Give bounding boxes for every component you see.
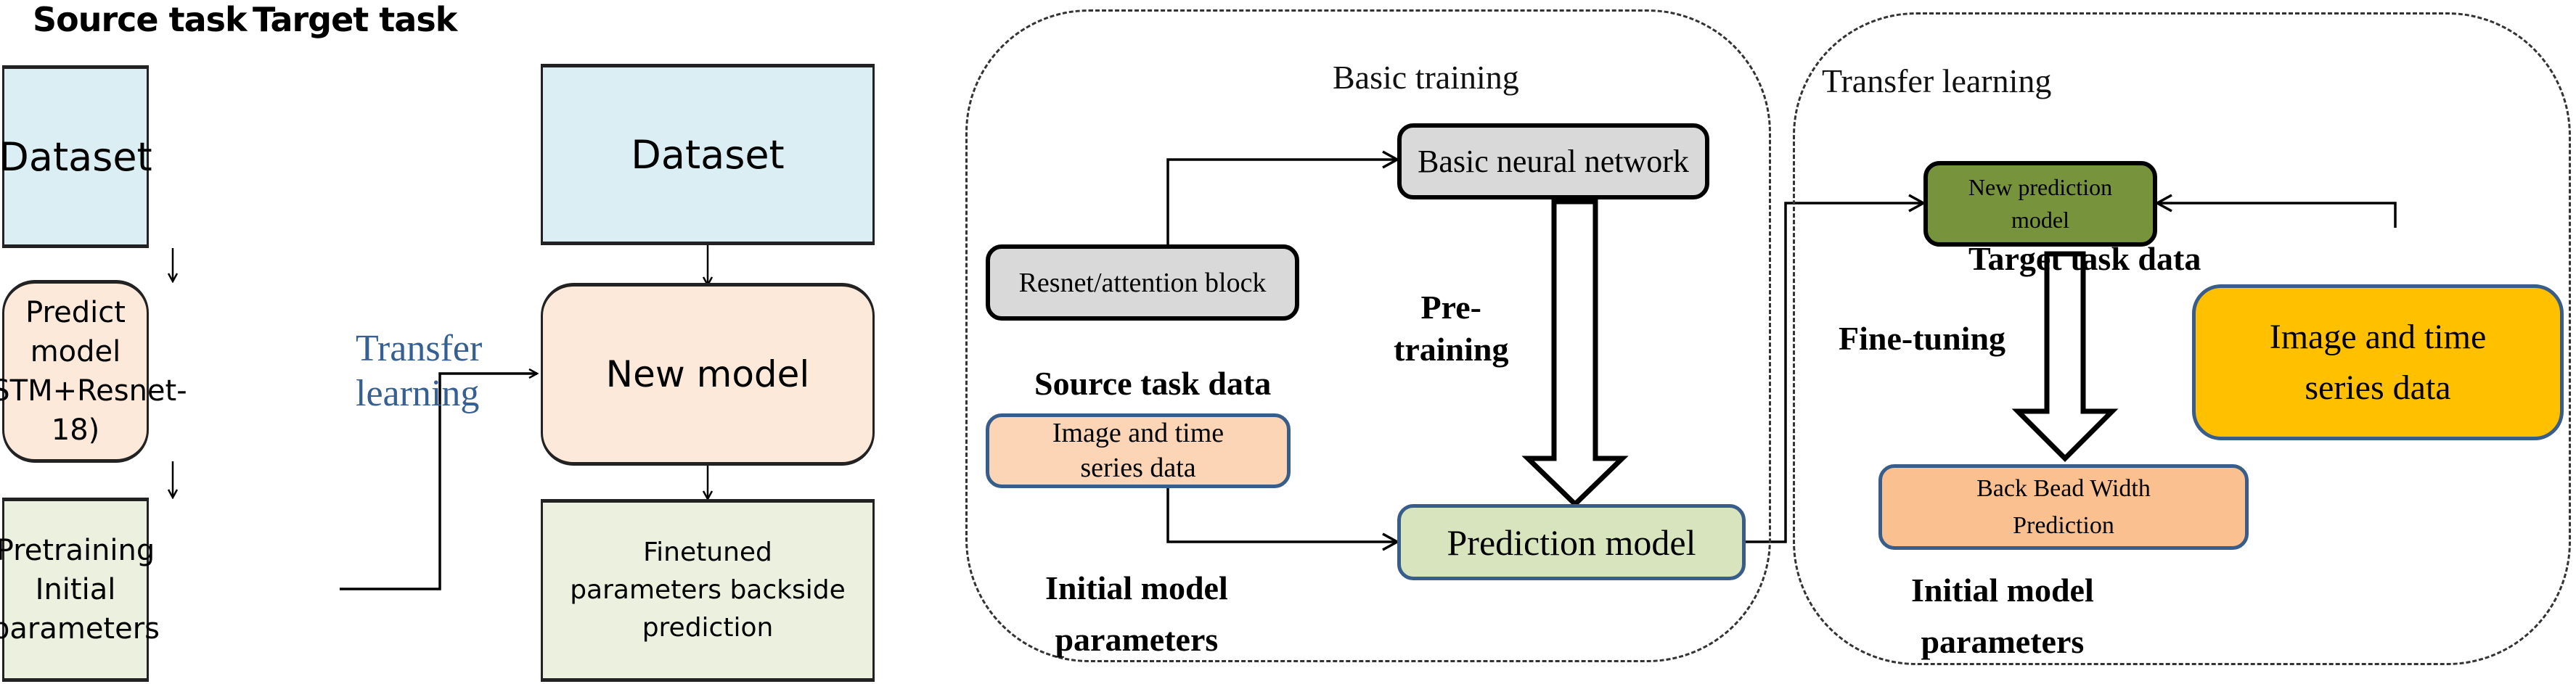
initial-model-params-label: Initial model parameters xyxy=(1045,562,1228,666)
pretraining-label-2: training xyxy=(1394,330,1509,368)
source-dataset-label: Dataset xyxy=(0,133,152,180)
finetuned-label-3: prediction xyxy=(642,613,774,643)
source-data-label-2: series data xyxy=(1080,452,1196,483)
fine-tuning-label: Fine-tuning xyxy=(1839,320,2006,357)
transfer-learning-panel xyxy=(1793,12,2571,665)
prediction-model-label: Prediction model xyxy=(1447,522,1696,563)
source-task-header: Source task xyxy=(33,0,248,39)
pretraining-block-arrow xyxy=(1521,199,1629,508)
transfer-label-1: Transfer xyxy=(356,328,483,369)
back-bead-label-1: Back Bead Width xyxy=(1976,475,2151,502)
transfer-initial-params-label-2: parameters xyxy=(1921,623,2085,661)
predict-model-box[interactable]: Predict model (LSTM+Resnet-18) xyxy=(0,280,187,463)
initial-parameters-label: Initial parameters xyxy=(0,573,160,646)
target-data-label-1: Image and time xyxy=(2269,317,2487,356)
new-prediction-label-2: model xyxy=(2011,207,2069,233)
finetuned-label-2: parameters backside xyxy=(570,574,846,605)
transfer-initial-params-label-1: Initial model xyxy=(1911,572,2094,609)
target-task-header: Target task xyxy=(253,0,457,39)
finetuned-label-1: Finetuned xyxy=(643,537,772,567)
basic-training-panel xyxy=(965,9,1771,662)
target-dataset-box[interactable]: Dataset xyxy=(541,64,875,245)
back-bead-label-2: Prediction xyxy=(2013,512,2114,539)
arrow-source-data-to-prediction xyxy=(1166,488,1400,551)
basic-training-title: Basic training xyxy=(1333,59,1519,96)
source-dataset-box[interactable]: Dataset xyxy=(0,65,152,248)
initial-params-label-2: parameters xyxy=(1055,621,1219,659)
prediction-model-box[interactable]: Prediction model xyxy=(1397,504,1746,580)
source-data-box[interactable]: Image and time series data xyxy=(986,413,1291,488)
arrow-resnet-to-basic-nn xyxy=(1166,150,1400,247)
basic-nn-label: Basic neural network xyxy=(1418,144,1689,179)
target-task-data-label: Target task data xyxy=(1968,240,2201,277)
arrow-target-data-to-new-model xyxy=(2154,194,2397,228)
new-model-label: New model xyxy=(605,353,810,395)
target-dataset-label: Dataset xyxy=(631,131,785,178)
predict-model-arch: (LSTM+Resnet-18) xyxy=(0,374,187,447)
target-data-box[interactable]: Image and time series data xyxy=(2192,284,2564,440)
source-data-label-1: Image and time xyxy=(1052,418,1224,448)
pretraining-label-1: Pre- xyxy=(1420,289,1481,326)
resnet-attention-block-box[interactable]: Resnet/attention block xyxy=(986,244,1299,321)
basic-neural-network-box[interactable]: Basic neural network xyxy=(1397,123,1709,199)
pretraining-label: Pretraining xyxy=(0,534,155,567)
transfer-initial-params-label: Initial model parameters xyxy=(1911,564,2094,668)
new-prediction-label-1: New prediction xyxy=(1968,174,2113,201)
transfer-learning-label: Transfer learning xyxy=(356,326,482,417)
finetuned-params-box[interactable]: Finetuned parameters backside prediction xyxy=(541,499,875,682)
source-task-data-label: Source task data xyxy=(1034,365,1272,402)
initial-params-label-1: Initial model xyxy=(1045,569,1228,606)
transfer-learning-title: Transfer learning xyxy=(1822,62,2052,99)
back-bead-width-box[interactable]: Back Bead Width Prediction xyxy=(1878,464,2249,550)
resnet-block-label: Resnet/attention block xyxy=(1018,267,1267,298)
transfer-label-2: learning xyxy=(356,373,480,415)
pretraining-label: Pre- training xyxy=(1394,287,1508,370)
predict-model-label: Predict model xyxy=(25,296,126,368)
new-prediction-model-box[interactable]: New prediction model xyxy=(1923,161,2157,247)
new-model-box[interactable]: New model xyxy=(541,283,875,466)
fine-tuning-block-arrow xyxy=(2011,251,2119,462)
target-data-label-2: series data xyxy=(2305,368,2451,407)
arrow-transfer-learning xyxy=(340,374,537,590)
pretraining-params-box[interactable]: Pretraining Initial parameters xyxy=(0,498,160,682)
